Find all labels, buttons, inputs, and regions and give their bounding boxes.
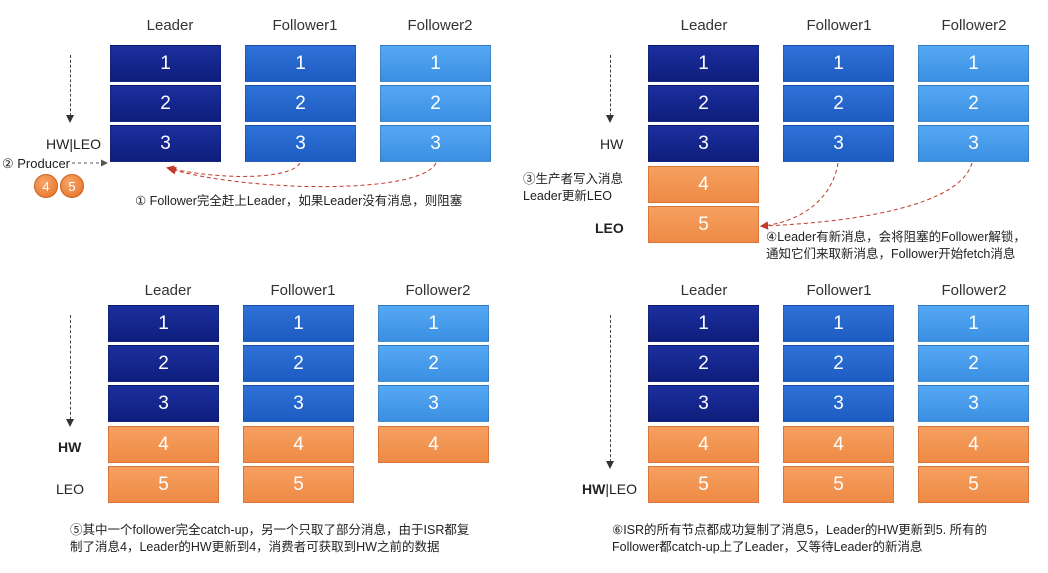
follower1-msg-2: 2 xyxy=(243,345,354,382)
follower2-msg-3: 3 xyxy=(918,125,1029,162)
follower1-msg-5: 5 xyxy=(783,466,894,503)
header-follower1: Follower1 xyxy=(806,17,872,34)
fetch-arrow-follower2 xyxy=(168,162,437,188)
follower1-msg-3: 3 xyxy=(243,385,354,422)
hw-leo-label: HW|LEO xyxy=(46,136,101,152)
header-leader: Leader xyxy=(144,282,192,299)
follower1-msg-5: 5 xyxy=(243,466,354,503)
follower2-msg-5: 5 xyxy=(918,466,1029,503)
follower2-msg-1: 1 xyxy=(378,305,489,342)
header-follower2: Follower2 xyxy=(941,282,1007,299)
leader-msg-4: 4 xyxy=(648,166,759,203)
follower1-msg-4: 4 xyxy=(783,426,894,463)
follower2-msg-3: 3 xyxy=(378,385,489,422)
follower1-msg-3: 3 xyxy=(245,125,356,162)
follower1-msg-2: 2 xyxy=(783,345,894,382)
step-1-note: ① Follower完全赶上Leader，如果Leader没有消息，则阻塞 xyxy=(135,194,463,208)
leader-msg-2: 2 xyxy=(648,85,759,122)
header-follower1: Follower1 xyxy=(806,282,872,299)
leo-label: LEO xyxy=(595,220,624,236)
header-follower1: Follower1 xyxy=(272,17,338,34)
follower1-msg-1: 1 xyxy=(243,305,354,342)
leader-msg-3: 3 xyxy=(110,125,221,162)
step-3-note: ③生产者写入消息 Leader更新LEO xyxy=(523,172,624,203)
leader-msg-1: 1 xyxy=(648,45,759,82)
header-leader: Leader xyxy=(680,17,728,34)
follower2-msg-2: 2 xyxy=(918,85,1029,122)
leader-msg-1: 1 xyxy=(648,305,759,342)
leader-msg-5: 5 xyxy=(648,206,759,243)
follower2-msg-4: 4 xyxy=(918,426,1029,463)
header-follower2: Follower2 xyxy=(405,282,471,299)
pending-message-4: 4 xyxy=(34,174,58,198)
leader-msg-2: 2 xyxy=(110,85,221,122)
follower2-msg-1: 1 xyxy=(918,305,1029,342)
follower1-msg-1: 1 xyxy=(245,45,356,82)
header-follower2: Follower2 xyxy=(407,17,473,34)
fetch-arrow-follower1 xyxy=(760,162,839,230)
leader-msg-1: 1 xyxy=(110,45,221,82)
follower2-msg-2: 2 xyxy=(918,345,1029,382)
follower2-msg-2: 2 xyxy=(378,345,489,382)
follower1-msg-2: 2 xyxy=(245,85,356,122)
header-leader: Leader xyxy=(680,282,728,299)
producer-label: ② Producer xyxy=(2,156,71,171)
leader-msg-3: 3 xyxy=(648,125,759,162)
offset-direction-arrow xyxy=(606,55,614,123)
header-follower2: Follower2 xyxy=(941,17,1007,34)
step-4-note: ④Leader有新消息，会将阻塞的Follower解锁， 通知它们来取新消息，F… xyxy=(766,230,1026,261)
follower2-msg-3: 3 xyxy=(380,125,491,162)
step-5-note: ⑤其中一个follower完全catch-up，另一个只取了部分消息，由于ISR… xyxy=(70,523,470,554)
fetch-arrow-follower1 xyxy=(166,162,301,177)
hw-leo-label: HW|LEO xyxy=(582,481,637,497)
follower2-msg-3: 3 xyxy=(918,385,1029,422)
follower1-msg-4: 4 xyxy=(243,426,354,463)
leader-msg-5: 5 xyxy=(648,466,759,503)
leader-msg-3: 3 xyxy=(648,385,759,422)
header-leader: Leader xyxy=(146,17,194,34)
follower1-msg-1: 1 xyxy=(783,305,894,342)
leader-msg-2: 2 xyxy=(648,345,759,382)
pending-message-5: 5 xyxy=(60,174,84,198)
fetch-arrow-follower2 xyxy=(760,162,973,230)
hw-label: HW xyxy=(58,439,82,455)
follower1-msg-3: 3 xyxy=(783,125,894,162)
follower2-msg-1: 1 xyxy=(380,45,491,82)
leader-msg-5: 5 xyxy=(108,466,219,503)
leader-msg-4: 4 xyxy=(648,426,759,463)
offset-direction-arrow xyxy=(66,55,74,123)
hw-label: HW xyxy=(600,136,624,152)
follower2-msg-2: 2 xyxy=(380,85,491,122)
follower2-msg-1: 1 xyxy=(918,45,1029,82)
follower1-msg-1: 1 xyxy=(783,45,894,82)
leader-msg-4: 4 xyxy=(108,426,219,463)
follower1-msg-3: 3 xyxy=(783,385,894,422)
offset-direction-arrow xyxy=(66,315,74,427)
leader-msg-1: 1 xyxy=(108,305,219,342)
offset-direction-arrow xyxy=(606,315,614,469)
leo-label: LEO xyxy=(56,481,85,497)
leader-msg-2: 2 xyxy=(108,345,219,382)
leader-msg-3: 3 xyxy=(108,385,219,422)
follower1-msg-2: 2 xyxy=(783,85,894,122)
header-follower1: Follower1 xyxy=(270,282,336,299)
step-6-note: ⑥ISR的所有节点都成功复制了消息5，Leader的HW更新到5. 所有的 Fo… xyxy=(612,523,988,554)
follower2-msg-4: 4 xyxy=(378,426,489,463)
